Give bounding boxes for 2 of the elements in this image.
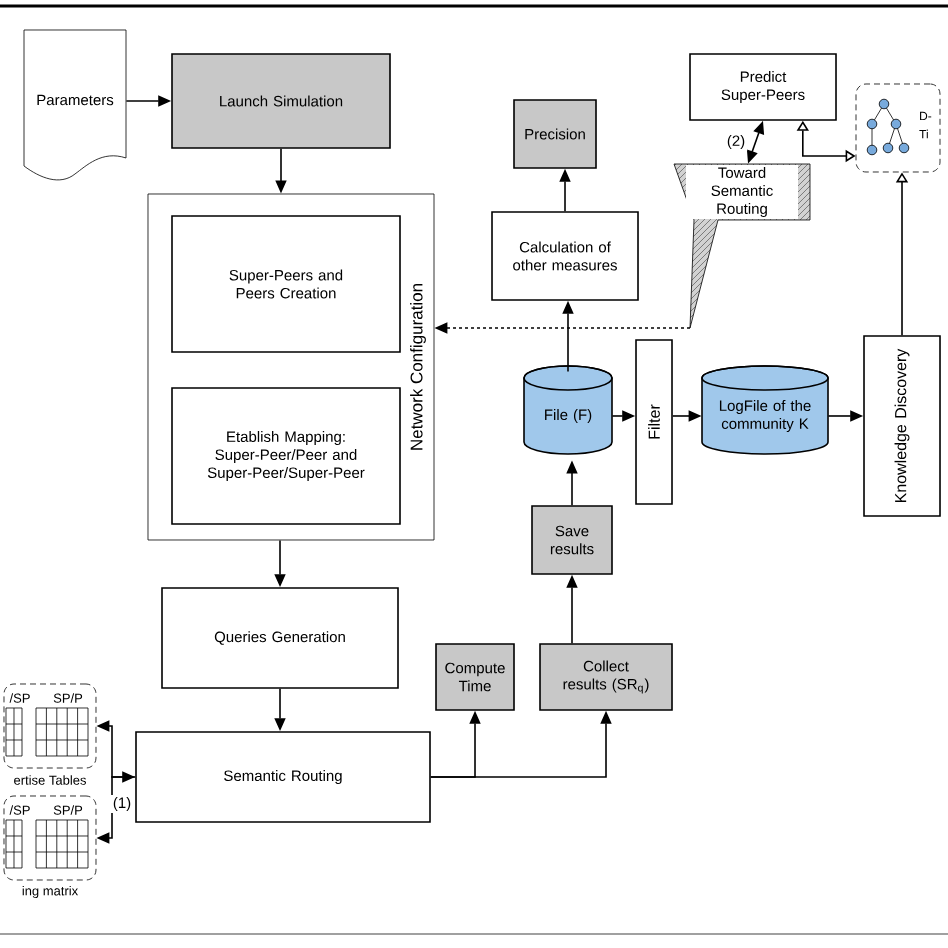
process-box: Filter — [635, 339, 673, 505]
process-box: Knowledge Discovery — [863, 335, 941, 517]
